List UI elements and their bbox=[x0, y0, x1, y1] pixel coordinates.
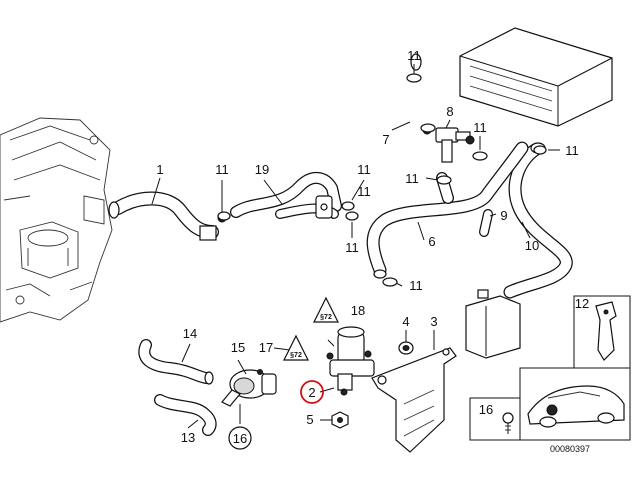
warning-badge-17: §72 bbox=[283, 334, 309, 361]
leader-lines bbox=[151, 64, 560, 429]
callout-11-c: 11 bbox=[565, 143, 579, 158]
callout-8: 8 bbox=[446, 104, 453, 119]
callout-9: 9 bbox=[500, 208, 507, 223]
callout-2: 2 bbox=[308, 385, 315, 400]
hose-7 bbox=[384, 53, 438, 134]
grommet-4 bbox=[398, 341, 414, 355]
inset-12 bbox=[573, 295, 631, 369]
engine-block bbox=[0, 117, 113, 323]
callout-16-a: 16 bbox=[479, 402, 493, 417]
pipe-assembly-19 bbox=[230, 172, 342, 219]
callout-11-a: 11 bbox=[407, 48, 421, 63]
callout-17: 17 bbox=[259, 340, 273, 355]
callout-13: 13 bbox=[181, 430, 195, 445]
water-pump-15 bbox=[221, 369, 277, 407]
callout-16-circle bbox=[228, 426, 252, 450]
callout-18: 18 bbox=[351, 303, 365, 318]
callout-15: 15 bbox=[231, 340, 245, 355]
callout-10: 10 bbox=[525, 238, 539, 253]
callout-11-g: 11 bbox=[357, 184, 371, 199]
nut-5 bbox=[331, 411, 349, 429]
callout-14: 14 bbox=[183, 326, 197, 341]
callout-11-e: 11 bbox=[215, 162, 229, 177]
warning-badge-18: §72 bbox=[313, 296, 339, 323]
hose-14 bbox=[138, 339, 214, 385]
callout-6: 6 bbox=[428, 234, 435, 249]
heater-core bbox=[459, 27, 613, 127]
hose-1 bbox=[108, 191, 227, 241]
valve-2 bbox=[326, 326, 375, 396]
inset-car bbox=[519, 367, 631, 441]
callout-4: 4 bbox=[402, 314, 409, 329]
callout-11-d: 11 bbox=[405, 171, 419, 186]
hose-10 bbox=[503, 142, 573, 299]
svg-text:§72: §72 bbox=[320, 314, 332, 321]
reference-code: 00080397 bbox=[550, 444, 590, 454]
callout-12: 12 bbox=[575, 296, 589, 311]
callout-11-h: 11 bbox=[345, 240, 359, 255]
callout-1: 1 bbox=[156, 162, 163, 177]
callout-labels: 1 2 3 4 5 6 7 8 9 10 11 11 11 11 11 11 1… bbox=[156, 48, 589, 450]
svg-text:§72: §72 bbox=[290, 352, 302, 359]
callout-11-i: 11 bbox=[409, 278, 423, 293]
callout-11-f: 11 bbox=[357, 162, 371, 177]
inset-16 bbox=[469, 397, 521, 441]
callout-11-b: 11 bbox=[473, 120, 487, 135]
callout-3: 3 bbox=[430, 314, 437, 329]
callout-2-circle bbox=[300, 380, 324, 404]
callout-7: 7 bbox=[382, 132, 389, 147]
bracket-3 bbox=[371, 347, 457, 453]
callout-19: 19 bbox=[255, 162, 269, 177]
callout-5: 5 bbox=[306, 412, 313, 427]
callout-16-b: 16 bbox=[233, 431, 247, 446]
hose-13 bbox=[154, 394, 217, 436]
expansion-tank bbox=[465, 289, 521, 359]
clamps-11 bbox=[217, 73, 547, 287]
